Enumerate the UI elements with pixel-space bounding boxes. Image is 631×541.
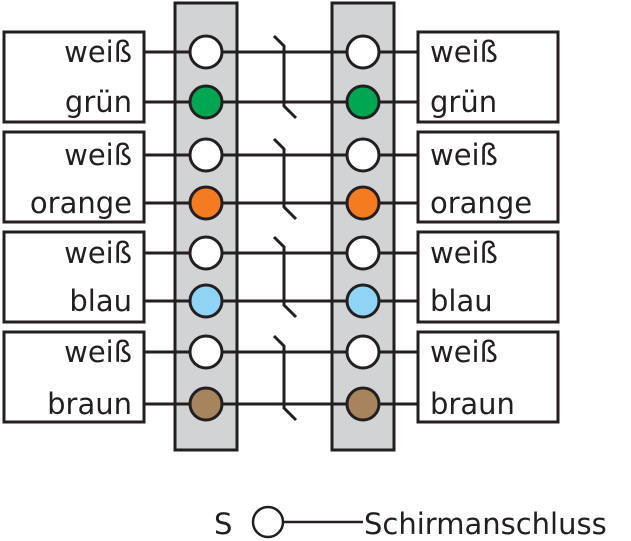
left-wire-label: braun [47, 387, 132, 421]
right-wire-label: braun [430, 387, 515, 421]
wire-lines [2, 30, 560, 424]
left-connector-block [173, 1, 239, 452]
left-wire-label: weiß [64, 35, 132, 69]
right-label-box [416, 230, 560, 324]
left-wire-label: grün [65, 85, 132, 119]
left-label-box [2, 330, 146, 424]
right-wire-label: weiß [430, 335, 498, 369]
twisted-pair-marker [272, 235, 298, 319]
left-pin-dot [188, 386, 224, 422]
right-pin-dot [345, 386, 381, 422]
left-wire-label: weiß [64, 138, 132, 172]
right-label-box [416, 30, 560, 124]
right-wire-label: blau [430, 284, 493, 318]
right-label-box [416, 130, 560, 224]
right-wire-label: weiß [430, 35, 498, 69]
left-pin-dot [188, 334, 224, 370]
right-pin-dot [345, 185, 381, 221]
right-wire-label: weiß [430, 236, 498, 270]
left-pin-dot [188, 34, 224, 70]
left-pin-dot [188, 137, 224, 173]
right-wire-label: weiß [430, 138, 498, 172]
twisted-pair-marker [272, 137, 298, 221]
right-label-box [416, 330, 560, 424]
left-wire-label: weiß [64, 236, 132, 270]
right-wire-label: orange [430, 186, 532, 220]
left-pin-dot [188, 283, 224, 319]
right-connector-block [330, 1, 396, 452]
right-pin-dot [345, 84, 381, 120]
right-pin-dot [345, 235, 381, 271]
right-pin-dot [345, 137, 381, 173]
left-pin-dot [188, 235, 224, 271]
right-pin-dot [345, 34, 381, 70]
twisted-pair-marker [272, 34, 298, 120]
left-pin-dot [188, 185, 224, 221]
left-label-box [2, 130, 146, 224]
legend-symbol: S [214, 507, 232, 541]
legend-shield-circle [251, 505, 285, 539]
right-wire-label: grün [430, 85, 497, 119]
left-wire-label: orange [30, 186, 132, 220]
left-wire-label: weiß [64, 335, 132, 369]
right-pin-dot [345, 334, 381, 370]
left-pin-dot [188, 84, 224, 120]
left-wire-label: blau [69, 284, 132, 318]
left-label-box [2, 230, 146, 324]
wire-overlay: weiß weiß grün grün weiß weiß orange orange weiß… [30, 34, 532, 422]
left-label-box [2, 30, 146, 124]
legend-text: Schirmanschluss [364, 507, 607, 541]
legend: S Schirmanschluss [214, 505, 607, 541]
twisted-pair-marker [272, 334, 298, 422]
right-pin-dot [345, 283, 381, 319]
